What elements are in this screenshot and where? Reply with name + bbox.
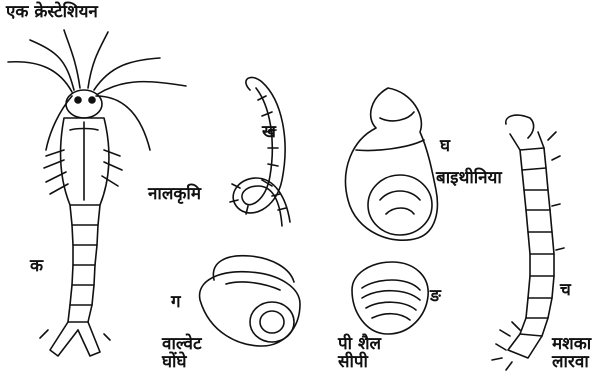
label-baithiniya: बाइथीनिया <box>436 170 502 188</box>
label-valvet-line2: घोंघे <box>162 354 202 372</box>
label-k: क <box>30 258 43 276</box>
tubifex-worm-drawing <box>230 77 290 226</box>
label-pi-shail-line2: सीपी <box>338 354 381 372</box>
label-gh: घ <box>440 138 450 156</box>
pea-clam-drawing <box>352 262 428 334</box>
label-ga: ग <box>171 294 181 312</box>
label-naalkrimi: नालकृमि <box>148 186 201 204</box>
label-mashaka-line2: लारवा <box>552 354 591 372</box>
label-pea-shell: पी शैल सीपी <box>338 336 381 372</box>
label-cha: च <box>560 282 571 300</box>
label-mashaka-larva: मशका लारवा <box>552 336 591 372</box>
bithynia-snail-drawing <box>346 88 438 240</box>
title-label: एक क्रेस्टेशियन <box>6 4 98 22</box>
label-nga: ङ <box>430 288 441 306</box>
mosquito-larva-drawing <box>492 115 564 370</box>
label-kh: ख <box>262 124 276 142</box>
label-valvet-snail: वाल्वेट घोंघे <box>162 336 202 372</box>
valvata-snail-drawing <box>200 256 300 346</box>
